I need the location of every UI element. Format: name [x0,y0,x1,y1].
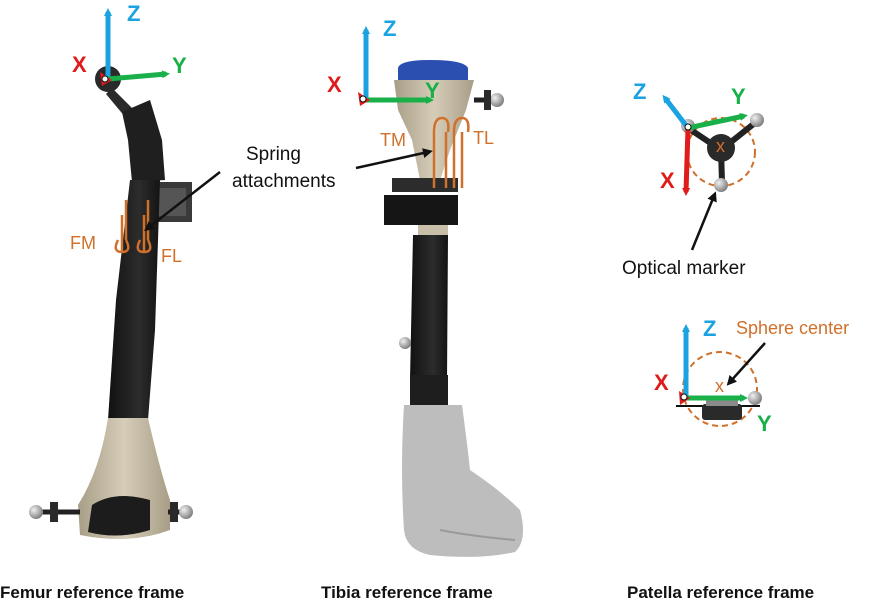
patella-top-axes [662,94,748,196]
tibia-spring-lateral-label: TL [473,128,494,148]
femur-spring-lateral-label: FL [161,246,182,266]
sphere-center-label: Sphere center [736,318,849,338]
patella-top-center-mark: x [716,136,725,156]
patella-caption: Patella reference frame [627,583,814,602]
tibia-model-icon [368,60,524,557]
tibia-y-label: Y [425,78,440,103]
femur-y-label: Y [172,53,187,78]
patella-top-x-label: X [660,168,675,193]
tibia-axes [358,26,434,106]
tibia-springs [432,116,470,188]
femur-z-label: Z [127,1,140,26]
spring-annotation-line2: attachments [232,171,336,192]
femur-springs [114,200,152,254]
sphere-center-arrow [726,342,766,386]
tibia-z-label: Z [383,16,396,41]
tibia-spring-medial-label: TM [380,130,406,150]
patella-side-center-mark: x [715,376,724,396]
patella-side-y-label: Y [757,411,772,436]
patella-side-model-icon [676,351,762,427]
tibia-caption: Tibia reference frame [321,583,493,602]
spring-annotation-line1: Spring [246,144,301,165]
patella-top-y-label: Y [731,84,746,109]
optical-marker-arrow [690,191,717,251]
patella-model-icon [681,113,764,192]
femur-axes [100,8,170,86]
patella-side-x-label: X [654,370,669,395]
patella-side-z-label: Z [703,316,716,341]
spring-tibia-arrow [355,148,433,170]
femur-caption: Femur reference frame [0,583,184,602]
patella-top-z-label: Z [633,79,646,104]
spring-femur-arrow [144,171,221,232]
femur-x-label: X [72,52,87,77]
optical-marker-label: Optical marker [622,258,746,279]
femur-spring-medial-label: FM [70,233,96,253]
patella-side-axes [679,324,748,405]
femur-model-icon [29,66,193,539]
tibia-x-label: X [327,72,342,97]
